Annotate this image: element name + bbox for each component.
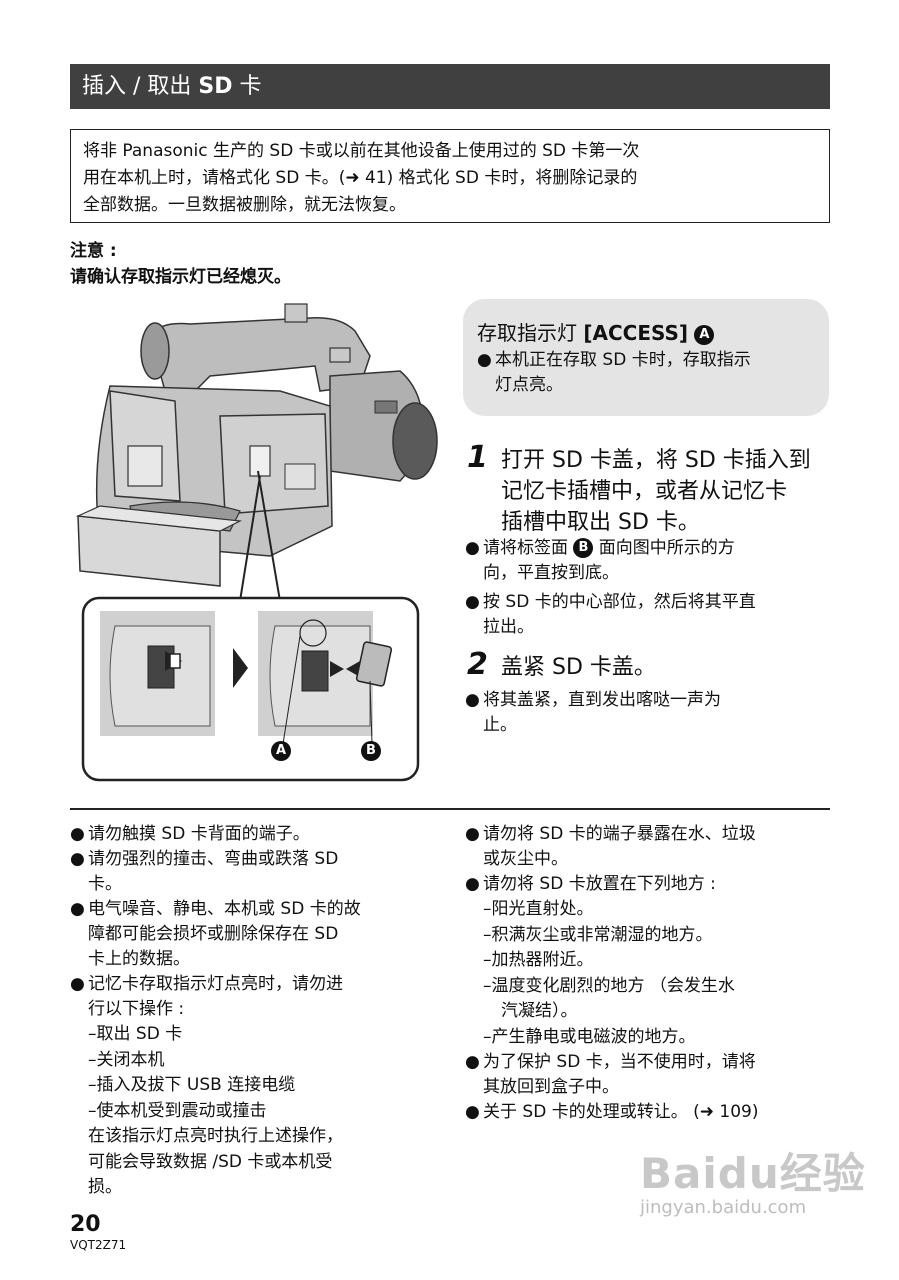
access-title: 存取指示灯 [ACCESS] A <box>477 317 815 346</box>
list-item: ●记忆卡存取指示灯点亮时，请勿进行以下操作 : <box>70 974 343 1019</box>
list-item: ●请勿将 SD 卡放置在下列地方 : <box>465 874 716 894</box>
warning-line: 将非 Panasonic 生产的 SD 卡或以前在其他设备上使用过的 SD 卡第… <box>83 141 640 161</box>
list-item: ●为了保护 SD 卡，当不使用时，请将其放回到盒子中。 <box>465 1052 756 1097</box>
badge-a: A <box>694 325 715 345</box>
badge-b: B <box>573 538 594 558</box>
warning-box: 将非 Panasonic 生产的 SD 卡或以前在其他设备上使用过的 SD 卡第… <box>70 129 830 223</box>
list-item: ● 按 SD 卡的中心部位，然后将其平直 拉出。 <box>465 592 756 637</box>
step-2-bullets: ● 将其盖紧，直到发出喀哒一声为 止。 <box>465 688 835 738</box>
list-item: ● 将其盖紧，直到发出喀哒一声为 止。 <box>465 690 721 735</box>
figure-label-b: B <box>361 741 381 761</box>
note-text: 请确认存取指示灯已经熄灭。 <box>70 267 291 287</box>
step-instruction: 盖紧 SD 卡盖。 <box>501 655 656 680</box>
list-item: ●关于 SD 卡的处理或转让。 (➜ 109) <box>465 1102 759 1122</box>
right-notes: ●请勿将 SD 卡的端子暴露在水、垃圾或灰尘中。 ●请勿将 SD 卡放置在下列地… <box>465 822 835 1125</box>
document-code: VQT2Z71 <box>70 1238 127 1252</box>
list-item: ●请勿将 SD 卡的端子暴露在水、垃圾或灰尘中。 <box>465 824 756 869</box>
list-item: ●请勿触摸 SD 卡背面的端子。 <box>70 824 310 844</box>
divider <box>70 808 830 810</box>
watermark: Baidu经验 jingyan.baidu.com <box>640 1149 866 1218</box>
figure-label-a: A <box>271 741 291 761</box>
page-number: 20 <box>70 1212 101 1237</box>
warning-line: 全部数据。一旦数据被删除，就无法恢复。 <box>83 195 406 215</box>
warning-line: 用在本机上时，请格式化 SD 卡。(➜ 41) 格式化 SD 卡时，将删除记录的 <box>83 168 638 188</box>
step-2: 2 盖紧 SD 卡盖。 <box>467 647 837 683</box>
step-instruction: 打开 SD 卡盖，将 SD 卡插入到 记忆卡插槽中，或者从记忆卡 插槽中取出 S… <box>501 448 811 535</box>
note-heading: 注意 : <box>70 241 117 261</box>
step-number: 1 <box>467 440 488 475</box>
access-bullet: ● 本机正在存取 SD 卡时，存取指示 灯点亮。 <box>477 350 751 395</box>
step-number: 2 <box>467 647 488 682</box>
camcorder-illustration <box>75 303 438 782</box>
section-title: 插入 / 取出 SD 卡 <box>70 64 830 109</box>
access-indicator-box: 存取指示灯 [ACCESS] A ● 本机正在存取 SD 卡时，存取指示 灯点亮… <box>463 299 829 416</box>
step-1: 1 打开 SD 卡盖，将 SD 卡插入到 记忆卡插槽中，或者从记忆卡 插槽中取出… <box>467 440 837 538</box>
step-1-bullets: ● 请将标签面 B 面向图中所示的方 向，平直按到底。 ● 按 SD 卡的中心部… <box>465 536 835 640</box>
list-item: ● 请将标签面 B 面向图中所示的方 向，平直按到底。 <box>465 538 735 583</box>
